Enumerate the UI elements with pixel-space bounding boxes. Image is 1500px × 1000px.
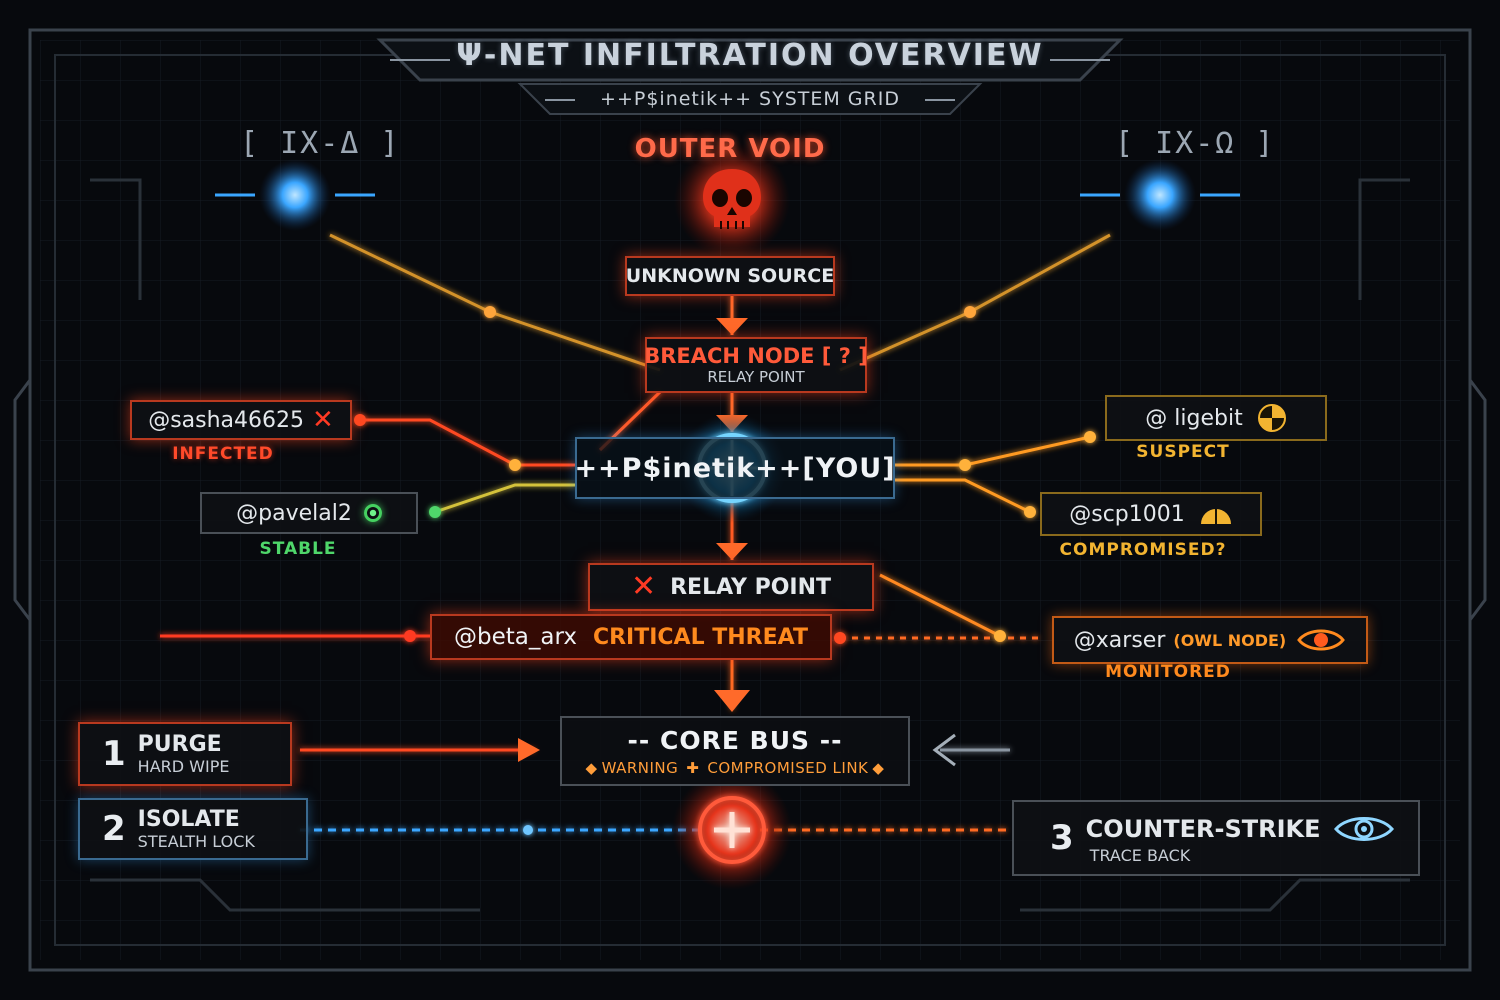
- quarter-circle-icon: [1257, 404, 1286, 432]
- node-ligebit[interactable]: @ ligebit: [1105, 395, 1327, 441]
- node-handle: @sasha46625: [148, 407, 305, 433]
- unknown-source-node[interactable]: UNKNOWN SOURCE: [625, 256, 835, 296]
- relay-point-node[interactable]: ✕ RELAY POINT: [588, 563, 874, 611]
- action-title: COUNTER-STRIKE: [1085, 814, 1321, 843]
- center-node-label: ++P$inetik++[YOU]: [574, 452, 896, 484]
- center-node-you[interactable]: ++P$inetik++[YOU]: [574, 437, 896, 499]
- core-link-label: COMPROMISED LINK: [707, 758, 869, 777]
- status-badge-compromised: COMPROMISED?: [1059, 540, 1227, 560]
- status-badge-suspect: SUSPECT: [1136, 442, 1230, 462]
- core-warning-label: WARNING: [601, 758, 679, 777]
- action-title: PURGE: [137, 732, 222, 757]
- node-handle: @scp1001: [1069, 501, 1185, 527]
- relay-point-label: RELAY POINT: [670, 574, 832, 600]
- action-subtitle: HARD WIPE: [137, 757, 230, 776]
- core-bus-node[interactable]: -- CORE BUS -- ◆ WARNING ✚ COMPROMISED L…: [560, 716, 910, 786]
- status-badge-stable: STABLE: [259, 539, 337, 559]
- owl-node-tag: (OWL NODE): [1173, 630, 1287, 650]
- node-handle: @pavelal2: [236, 500, 352, 526]
- diamond-icon: ◆: [585, 758, 598, 777]
- corner-label-left: [ IX-Δ ]: [240, 126, 401, 161]
- action-subtitle: TRACE BACK: [1089, 845, 1191, 865]
- diagram-title: Ψ-NET INFILTRATION OVERVIEW: [456, 38, 1044, 73]
- action-isolate-button[interactable]: 2 ISOLATE STEALTH LOCK: [78, 798, 308, 860]
- eye-icon: [1333, 816, 1394, 841]
- breach-node[interactable]: BREACH NODE [ ? ] RELAY POINT: [644, 337, 868, 393]
- diamond-icon: ◆: [872, 758, 885, 777]
- core-bus-title: -- CORE BUS --: [627, 725, 843, 755]
- threat-label: CRITICAL THREAT: [592, 624, 808, 650]
- skull-icon: [703, 169, 761, 229]
- node-sasha46625[interactable]: @sasha46625 ✕: [130, 400, 352, 440]
- breach-node-title: BREACH NODE [ ? ]: [644, 344, 868, 368]
- action-number: 1: [102, 734, 126, 774]
- critical-threat-node[interactable]: @beta_arx CRITICAL THREAT: [430, 614, 832, 660]
- status-badge-monitored: MONITORED: [1105, 662, 1231, 682]
- node-handle: @ ligebit: [1145, 405, 1243, 431]
- green-dot-icon: [363, 504, 382, 522]
- diagram-subtitle: ++P$inetik++ SYSTEM GRID: [600, 88, 900, 110]
- action-subtitle: STEALTH LOCK: [137, 832, 255, 851]
- status-badge-infected: INFECTED: [172, 444, 274, 464]
- x-icon: ✕: [312, 405, 334, 435]
- orb-icons: [215, 159, 1240, 231]
- action-number: 2: [102, 809, 126, 849]
- breach-node-subtitle: RELAY POINT: [707, 368, 805, 386]
- node-xarser[interactable]: @xarser (OWL NODE): [1052, 616, 1368, 664]
- action-counter-strike-button[interactable]: 3 COUNTER-STRIKE TRACE BACK: [1012, 800, 1420, 876]
- corner-label-right: [ IX-Ω ]: [1115, 126, 1276, 161]
- node-handle: @xarser: [1073, 627, 1166, 653]
- node-pavelal2[interactable]: @pavelal2: [200, 492, 418, 534]
- unknown-source-label: UNKNOWN SOURCE: [625, 265, 835, 287]
- cross-icon: ✚: [686, 758, 700, 777]
- action-purge-button[interactable]: 1 PURGE HARD WIPE: [78, 722, 292, 786]
- action-title: ISOLATE: [137, 807, 240, 832]
- outer-void-heading: OUTER VOID: [634, 134, 826, 164]
- half-circle-icon: [1200, 509, 1231, 524]
- x-icon: ✕: [630, 569, 657, 604]
- threat-handle: @beta_arx: [454, 624, 577, 650]
- node-scp1001[interactable]: @scp1001: [1040, 492, 1262, 536]
- eye-icon: [1297, 629, 1346, 651]
- action-number: 3: [1050, 818, 1074, 858]
